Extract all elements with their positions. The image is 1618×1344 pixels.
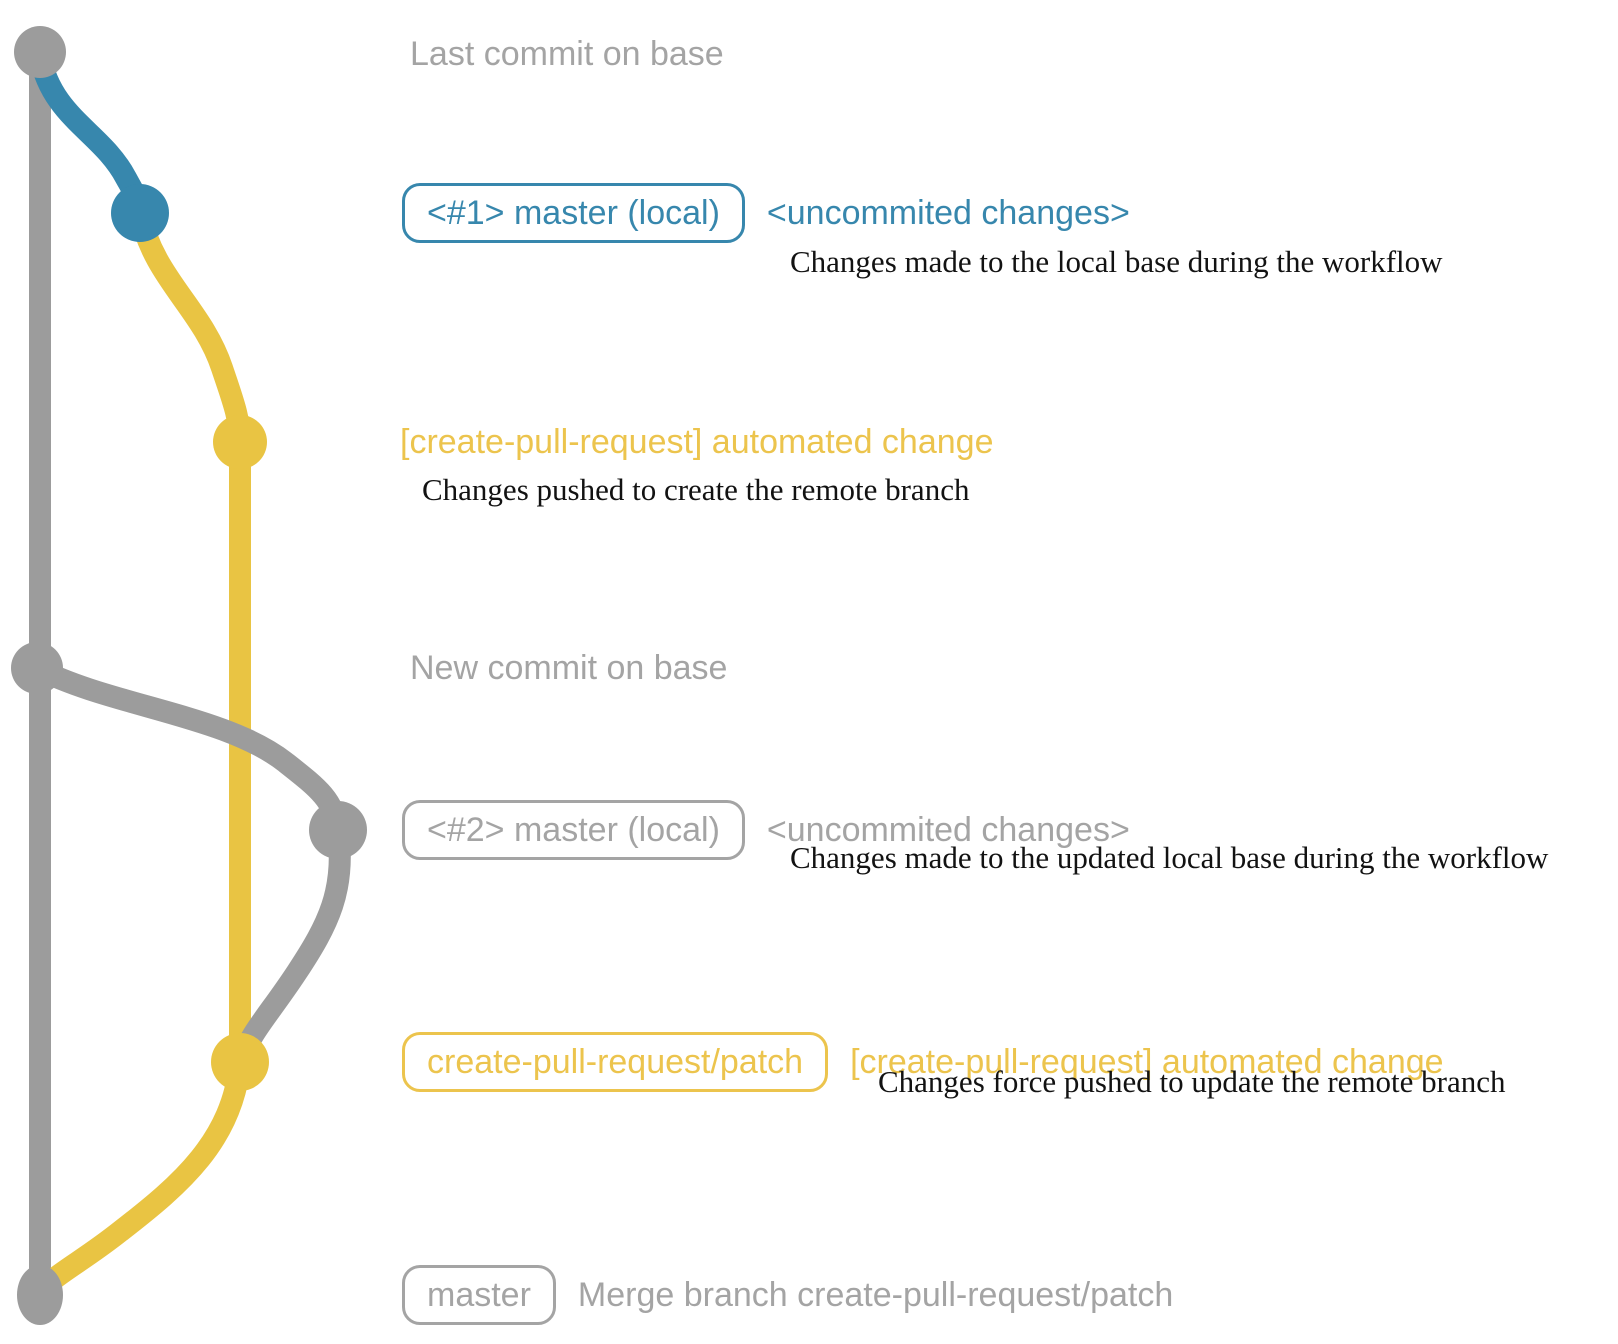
commit-node-new-base xyxy=(11,642,63,694)
commit-node-patch-2 xyxy=(211,1033,269,1091)
commit-node-patch-1 xyxy=(213,415,267,469)
commit-row-local-1: <#1> master (local) <uncommited changes> xyxy=(402,183,1130,243)
commit-message: Last commit on base xyxy=(410,35,724,73)
branch-badge-master: master xyxy=(402,1265,556,1325)
merge-curve xyxy=(29,1051,251,1303)
commit-row-local-2: <#2> master (local) <uncommited changes> xyxy=(402,800,1130,860)
commit-row-merge: master Merge branch create-pull-request/… xyxy=(402,1265,1174,1325)
branch-badge-patch: create-pull-request/patch xyxy=(402,1032,829,1092)
commit-note: Changes pushed to create the remote bran… xyxy=(422,472,970,507)
commit-row-last-base: Last commit on base xyxy=(410,26,724,82)
commit-note: Changes made to the updated local base d… xyxy=(790,840,1549,875)
local-branch-curve-2 xyxy=(26,657,349,841)
commit-note: Changes made to the local base during th… xyxy=(790,244,1443,279)
commit-message: [create-pull-request] automated change xyxy=(400,423,994,461)
commit-message: Merge branch create-pull-request/patch xyxy=(577,1276,1174,1314)
commit-message: <uncommited changes> xyxy=(766,811,1130,849)
commit-row-patch-2: create-pull-request/patch [create-pull-r… xyxy=(402,1032,1444,1092)
branch-badge-master-local-1: <#1> master (local) xyxy=(402,183,745,243)
commit-node-local-2 xyxy=(309,801,367,859)
commit-message: New commit on base xyxy=(410,649,728,687)
commit-row-new-base: New commit on base xyxy=(410,640,727,696)
commit-message: [create-pull-request] automated change xyxy=(850,1043,1444,1081)
commit-node-merge xyxy=(17,1265,63,1325)
commit-message: <uncommited changes> xyxy=(766,194,1130,232)
commit-node-last-base xyxy=(14,26,66,78)
force-push-curve xyxy=(229,819,351,1073)
patch-branch-curve-top xyxy=(129,202,251,453)
branch-badge-master-local-2: <#2> master (local) xyxy=(402,800,745,860)
commit-node-local-1 xyxy=(111,184,169,242)
commit-note: Changes force pushed to update the remot… xyxy=(878,1064,1506,1099)
commit-row-patch-1: [create-pull-request] automated change xyxy=(400,414,993,470)
